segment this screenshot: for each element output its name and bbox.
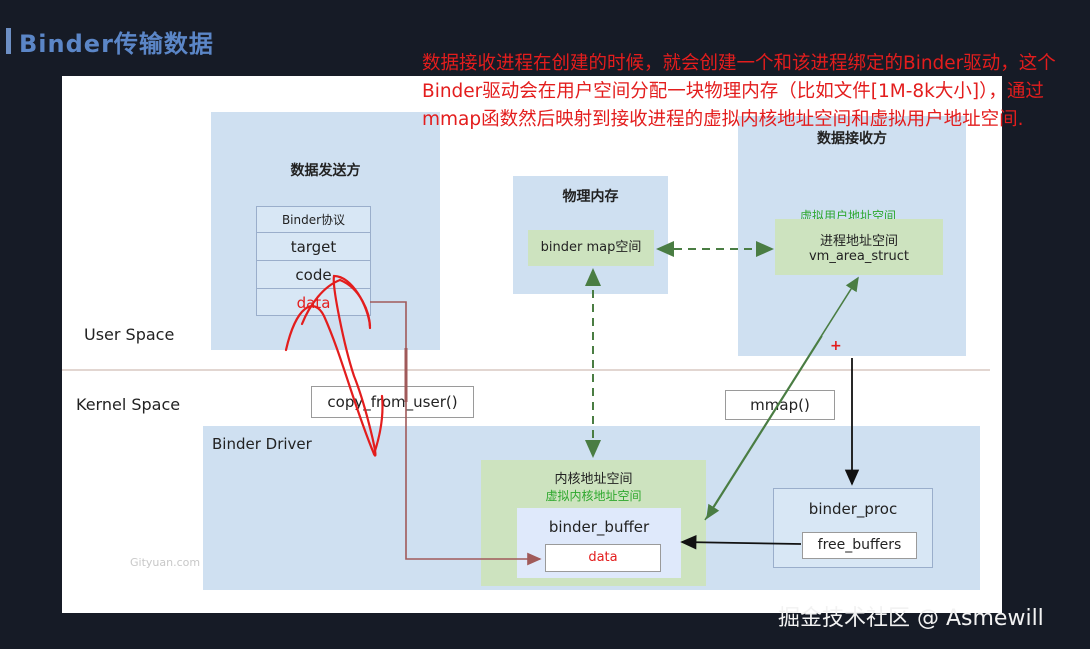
kernel-address-space: 内核地址空间 虚拟内核地址空间 binder_buffer data — [481, 460, 706, 586]
physical-memory-box: 物理内存 binder map空间 — [513, 176, 668, 294]
data-copy-path — [370, 301, 542, 566]
physical-memory-title: 物理内存 — [562, 189, 619, 205]
binder-driver-title: Binder Driver — [212, 435, 312, 453]
free-buffers-arrow — [680, 535, 802, 550]
protocol-target: target — [257, 233, 370, 261]
plus-mark: + — [830, 338, 842, 354]
handdrawn-loop-left — [284, 274, 377, 457]
title-accent-bar — [6, 28, 11, 54]
gityuan-credit: Gityuan.com — [130, 556, 201, 569]
slide-title: Binder传输数据 — [6, 24, 214, 58]
binder-buffer-title: binder_buffer — [548, 518, 650, 536]
slide-title-text: Binder传输数据 — [19, 29, 214, 58]
copy-from-user-box: copy_from_user() — [311, 386, 474, 418]
process-space-line2: vm_area_struct — [808, 249, 910, 264]
protocol-header: Binder协议 — [257, 207, 370, 233]
receiver-title: 数据接收方 — [817, 131, 887, 147]
binder-proc-title: binder_proc — [808, 500, 898, 518]
process-address-space: 进程地址空间 vm_area_struct — [775, 219, 943, 275]
receiver-box: 数据接收方 虚拟用户地址空间 进程地址空间 vm_area_struct — [738, 116, 966, 356]
mmap-box: mmap() — [725, 390, 835, 420]
binder-protocol-table: Binder协议 target code data — [256, 206, 371, 316]
explanation-note: 数据接收进程在创建的时候，就会创建一个和该进程绑定的Binder驱动，这个Bin… — [422, 53, 1056, 130]
binder-buffer-data: data — [545, 544, 661, 572]
protocol-code: code — [257, 261, 370, 289]
vm-to-kernel-arrow — [706, 335, 823, 520]
binder-map-space: binder map空间 — [528, 230, 654, 266]
sender-box: 数据发送方 Binder协议 target code data — [211, 112, 440, 350]
process-space-line1: 进程地址空间 — [819, 234, 898, 249]
kernel-address-title: 内核地址空间 — [554, 472, 633, 487]
watermark: 掘金技术社区 @ Asmewill — [778, 606, 1044, 631]
user-space-label: User Space — [84, 325, 175, 344]
handdrawn-arrowhead — [300, 278, 372, 330]
sender-title: 数据发送方 — [290, 163, 361, 179]
kernel-space-label: Kernel Space — [76, 395, 181, 414]
diagram-connectors — [62, 241, 990, 566]
free-buffers-box: free_buffers — [802, 532, 917, 559]
binder-proc-box: binder_proc free_buffers — [773, 488, 933, 568]
binder-buffer-box: binder_buffer data — [517, 508, 681, 578]
virtual-kernel-space-label: 虚拟内核地址空间 — [545, 489, 642, 503]
diagram-canvas: 数据发送方 Binder协议 target code data 物理内存 bin… — [62, 76, 1002, 613]
handdrawn-loop-right — [372, 394, 384, 456]
